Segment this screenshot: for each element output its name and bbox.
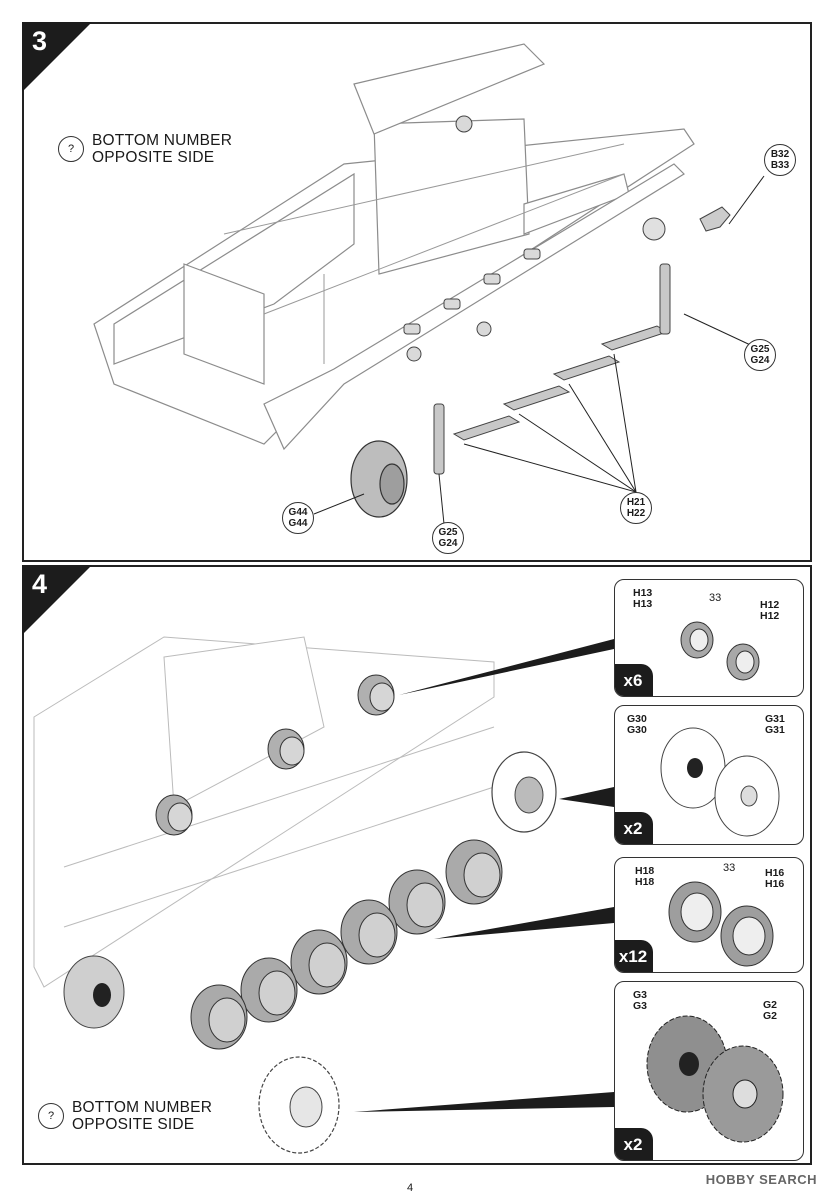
step-4-hull-drawing (33, 636, 614, 1154)
step-4-number: 4 (32, 569, 48, 599)
watermark: HOBBY SEARCH (705, 1172, 817, 1187)
note-line-1: BOTTOM NUMBER (72, 1099, 213, 1116)
road-wheel-parts (668, 881, 774, 967)
step-3-badge (22, 22, 92, 92)
part-33: 33 (723, 862, 736, 874)
note-line-1: BOTTOM NUMBER (92, 132, 233, 149)
quantity-badge: x12 (615, 940, 653, 972)
question-icon: ? (38, 1103, 64, 1129)
question-icon: ? (58, 136, 84, 162)
quantity-badge: x2 (615, 812, 653, 844)
step-4-panel: 4 (22, 565, 812, 1165)
step-3-hull-drawing (93, 43, 765, 525)
step-3-panel: 3 ? BOTTOM NUMBER OPPOSITE SIDE (22, 22, 812, 562)
part-33: 33 (709, 592, 722, 604)
page-number: 4 (407, 1182, 414, 1194)
note-line-2: OPPOSITE SIDE (92, 149, 215, 166)
step-3-note: ? BOTTOM NUMBER OPPOSITE SIDE (58, 132, 232, 166)
idler-wheel-parts (660, 727, 780, 837)
sprocket-parts (646, 1015, 784, 1143)
step-4-note: ? BOTTOM NUMBER OPPOSITE SIDE (38, 1099, 212, 1133)
quantity-badge: x6 (615, 664, 653, 696)
note-line-2: OPPOSITE SIDE (72, 1116, 195, 1133)
quantity-badge: x2 (615, 1128, 653, 1160)
step-4-badge (22, 565, 92, 635)
step-3-number: 3 (32, 26, 48, 56)
return-roller-parts (680, 621, 760, 681)
